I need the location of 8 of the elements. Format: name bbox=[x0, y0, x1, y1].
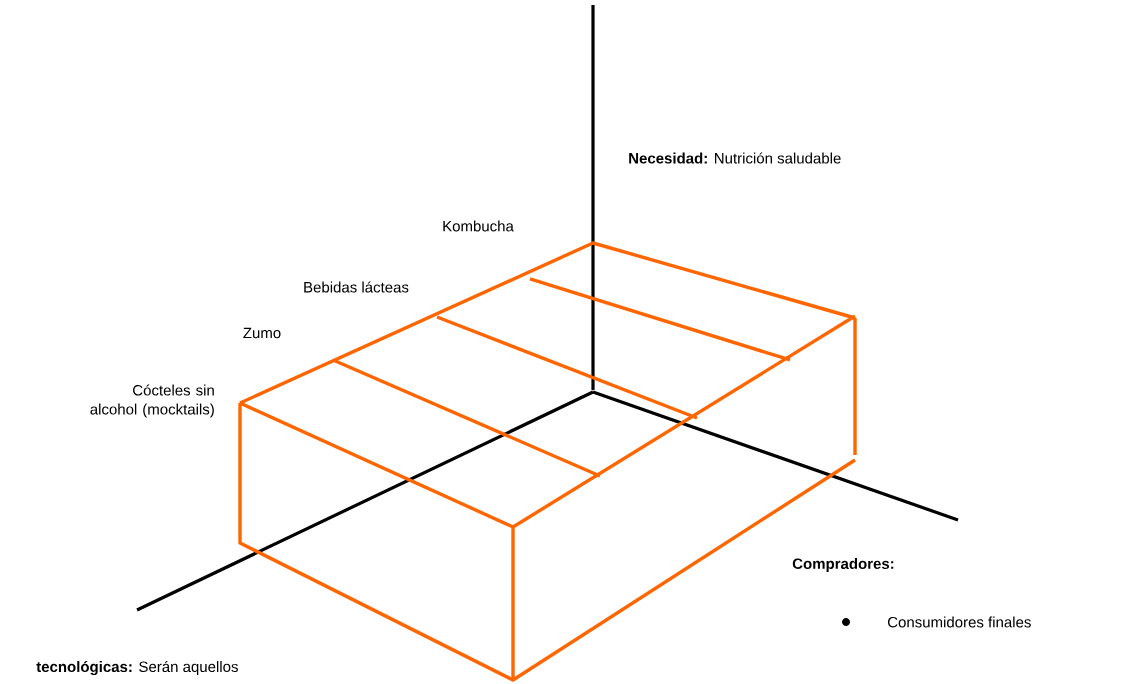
axis-label: Necesidad: Nutrición saludable bbox=[629, 152, 841, 164]
axis-label: Compradores: bbox=[792, 558, 894, 572]
category-label: Zumo bbox=[243, 327, 281, 339]
category-label: Cócteles sin alcohol (mocktails) bbox=[90, 384, 214, 418]
category-label: Kombucha bbox=[443, 220, 514, 232]
list-item: Consumidores finales bbox=[887, 616, 1031, 628]
axis-label: tecnológicas: Serán aquellos bbox=[36, 660, 238, 676]
category-label: Bebidas lácteas bbox=[304, 281, 409, 293]
